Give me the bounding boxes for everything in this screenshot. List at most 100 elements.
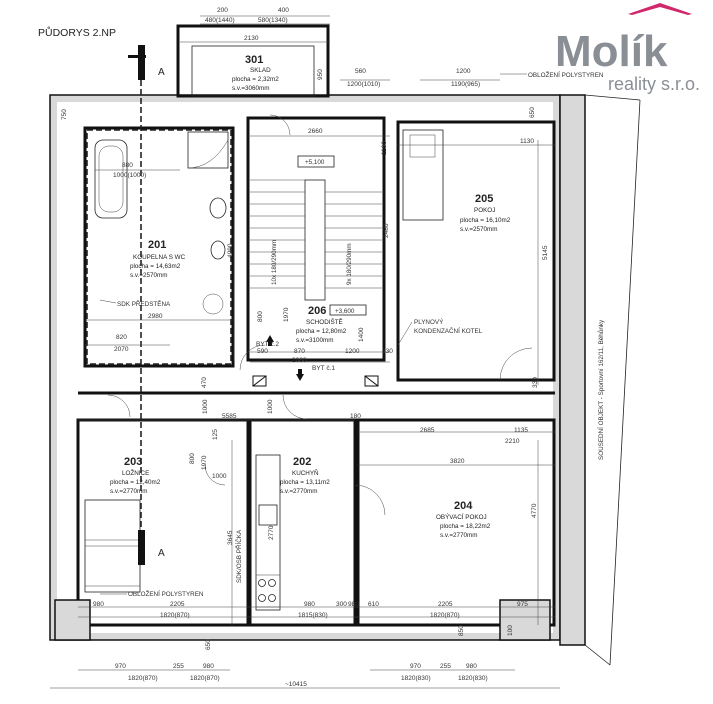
dim: 980 xyxy=(348,601,359,608)
dim: 610 xyxy=(368,601,379,608)
room-number: 202 xyxy=(293,456,311,468)
dim-byt1: BYT č.1 xyxy=(312,365,335,372)
note-insulation-top: OBLOŽENÍ POLYSTYREN xyxy=(528,70,604,79)
note-neighbor: SOUSEDNÍ OBJEKT - Sportovní 162/11, Běhů… xyxy=(596,319,605,460)
dim: 1000 xyxy=(202,399,209,414)
room-name: SKLAD xyxy=(250,67,271,74)
bedroom-furniture xyxy=(84,129,444,593)
dim: 200 xyxy=(217,7,228,14)
dim: 800 xyxy=(257,311,264,322)
dim: 850 xyxy=(458,625,465,636)
room-name: KUCHYŇ xyxy=(292,468,319,477)
note-boiler-2: KONDENZAČNÍ KOTEL xyxy=(414,326,483,335)
note-boiler-1: PLYNOVÝ xyxy=(414,317,444,326)
room-area: plocha = 14,63m2 xyxy=(130,263,181,270)
company-logo: Molík reality s.r.o. xyxy=(555,3,700,94)
room-label-201: 201 KOUPELNA S WC plocha = 14,63m2 s.v.=… xyxy=(130,239,186,279)
dim: 1200 xyxy=(345,348,360,355)
note-partition: SDK PŘEDSTĚNA xyxy=(117,299,171,308)
dim: 2205 xyxy=(438,601,453,608)
room-label-205: 205 POKOJ plocha = 16,10m2 s.v.=2570mm xyxy=(460,193,511,233)
dim: 560 xyxy=(355,68,366,75)
dimension-texts: 200 400 480(1440) 580(1340) 2130 950 560… xyxy=(61,7,549,688)
dim: 2070 xyxy=(114,346,129,353)
dim: 970 xyxy=(410,663,421,670)
room-label-206: 206 SCHODIŠTĚ plocha = 12,80m2 s.v.=3100… xyxy=(296,305,347,344)
room-height: s.v.=3060mm xyxy=(232,85,270,92)
dim: 100 xyxy=(507,625,514,636)
dim: 1400 xyxy=(358,327,365,342)
dim: 470 xyxy=(201,377,208,388)
room-area: plocha = 13,11m2 xyxy=(280,479,330,486)
stair-down-arrow-icon xyxy=(296,374,304,381)
doors xyxy=(107,114,533,516)
room-height: s.v.=2770mm xyxy=(440,532,478,539)
dim: 1190(965) xyxy=(451,81,480,88)
room-number: 206 xyxy=(308,305,326,317)
stair-arrow-icon xyxy=(266,335,274,342)
walls xyxy=(49,24,641,666)
dim: 1000 xyxy=(267,399,274,414)
room-height: s.v.=2570mm xyxy=(130,272,168,279)
dim: 1820(870) xyxy=(430,612,460,619)
room-name: POKOJ xyxy=(474,207,495,214)
dim: 1000(1000) xyxy=(113,172,146,179)
dim: 1190 xyxy=(381,141,388,155)
dim: 820 xyxy=(116,334,127,341)
room-name: KOUPELNA S WC xyxy=(133,254,186,261)
section-mark-a-top: A xyxy=(158,67,165,78)
dim: 950 xyxy=(317,69,324,80)
drain-icon xyxy=(202,293,224,315)
dim: 2770 xyxy=(268,525,275,540)
room-label-203: 203 LOŽNICE plocha = 12,40m2 s.v.=2770mm xyxy=(110,456,161,495)
dim: 980 xyxy=(93,601,104,608)
plan-notes: OBLOŽENÍ POLYSTYREN OBLOŽENÍ POLYSTYREN … xyxy=(99,70,605,598)
dim: 4090 xyxy=(227,243,234,258)
room-area: plocha = 18,22m2 xyxy=(440,523,491,530)
dim: 650 xyxy=(529,107,536,118)
dim: 1820(870) xyxy=(190,675,220,682)
washbasin-icon xyxy=(209,197,227,219)
room-number: 205 xyxy=(475,193,493,205)
dim: 2130 xyxy=(244,35,259,42)
room-height: s.v.=3100mm xyxy=(296,337,334,344)
logo-roof-icon xyxy=(628,3,692,15)
dim: 1820(870) xyxy=(160,612,190,619)
staircase: +5,100 +3,600 10x 180/290mm 9x 180/290mm xyxy=(250,155,382,387)
stair-vent-icon-2 xyxy=(364,375,379,387)
room-number: 301 xyxy=(245,54,263,66)
dim: 970 xyxy=(115,663,126,670)
bathroom-fixtures xyxy=(86,129,232,365)
dim: 3645 xyxy=(227,530,234,545)
room-number: 201 xyxy=(148,239,166,251)
dim: 1970 xyxy=(283,307,290,322)
dim: 255 xyxy=(173,663,184,670)
shower-icon xyxy=(187,131,229,169)
wardrobe-icon xyxy=(402,129,444,221)
dim: 300 xyxy=(336,601,347,608)
dim: 125 xyxy=(212,429,219,440)
room-height: s.v.=2570mm xyxy=(460,226,498,233)
dim: 590 xyxy=(257,348,268,355)
dim: 5145 xyxy=(542,245,549,260)
room-label-204: 204 OBÝVACÍ POKOJ plocha = 18,22m2 s.v.=… xyxy=(436,500,491,539)
dim: 1815(830) xyxy=(298,612,328,619)
note-insulation-bottom: OBLOŽENÍ POLYSTYREN xyxy=(128,589,204,598)
room-height: s.v.=2770mm xyxy=(280,488,318,495)
dim: 2205 xyxy=(170,601,185,608)
dim: 480(1440) xyxy=(205,17,235,24)
note-sdk-board: SDK/OSB PŘÍČKA xyxy=(234,529,243,583)
section-marks: A A xyxy=(128,45,165,565)
dim: 2210 xyxy=(505,438,520,445)
room-area: plocha = 12,40m2 xyxy=(110,479,161,486)
room-number: 204 xyxy=(454,500,473,512)
room-name: OBÝVACÍ POKOJ xyxy=(436,512,487,521)
room-number: 203 xyxy=(124,456,142,468)
room-label-202: 202 KUCHYŇ plocha = 13,11m2 s.v.=2770mm xyxy=(280,456,330,495)
dim-byt2: BYT č.2 xyxy=(256,341,279,348)
dim: 580(1340) xyxy=(258,17,288,24)
dim: 800 xyxy=(189,453,196,464)
dim: 1200 xyxy=(456,68,471,75)
stair-vent-icon xyxy=(252,375,267,387)
